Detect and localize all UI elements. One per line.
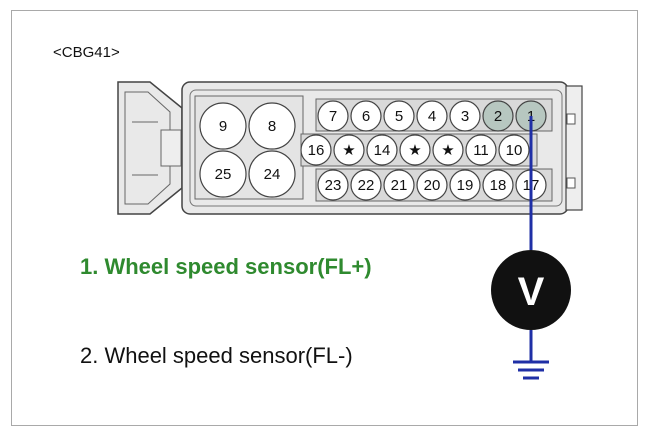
pin: 4 — [416, 100, 448, 132]
unused-pin: ★ — [333, 134, 365, 166]
diagram-frame — [11, 10, 638, 426]
pin-number: 5 — [395, 108, 403, 125]
pin: 20 — [416, 169, 448, 201]
pin-number: 8 — [268, 118, 276, 135]
pin: 5 — [383, 100, 415, 132]
big-pin: 8 — [248, 102, 296, 150]
unused-pin: ★ — [399, 134, 431, 166]
pin-number: 6 — [362, 108, 370, 125]
pin-number: 4 — [428, 108, 436, 125]
pin-number: 2 — [494, 108, 502, 125]
pin2-description: 2. Wheel speed sensor(FL-) — [80, 343, 353, 368]
pin-number: 21 — [391, 177, 408, 194]
pin1-description: 1. Wheel speed sensor(FL+) — [80, 254, 372, 279]
pin-number: 22 — [358, 177, 375, 194]
pin-number: 16 — [308, 142, 325, 159]
pin-number: 18 — [490, 177, 507, 194]
pin: 16 — [300, 134, 332, 166]
big-pin: 25 — [199, 150, 247, 198]
pin-number: 11 — [473, 142, 489, 159]
pin-number: 23 — [325, 177, 342, 194]
pin-number: 10 — [506, 142, 523, 159]
pin: 19 — [449, 169, 481, 201]
ground-icon — [513, 360, 549, 380]
pin-number: 7 — [329, 108, 337, 125]
pin: 3 — [449, 100, 481, 132]
pin-number: ★ — [441, 142, 454, 159]
big-pin: 9 — [199, 102, 247, 150]
pin: 22 — [350, 169, 382, 201]
pin: 11 — [465, 134, 497, 166]
pin-number: 25 — [215, 166, 232, 183]
pin-number: 3 — [461, 108, 469, 125]
pin-number: ★ — [408, 142, 421, 159]
pin: 7 — [317, 100, 349, 132]
pin: 10 — [498, 134, 530, 166]
pin: 14 — [366, 134, 398, 166]
pin: 23 — [317, 169, 349, 201]
pin: 6 — [350, 100, 382, 132]
pin-number: 19 — [457, 177, 474, 194]
voltmeter-icon — [491, 250, 571, 330]
pin-number: 20 — [424, 177, 441, 194]
pin-number: ★ — [342, 142, 355, 159]
pin: 2 — [482, 100, 514, 132]
voltmeter-symbol: V — [518, 270, 545, 314]
pin-number: 24 — [264, 166, 281, 183]
big-pin: 24 — [248, 150, 296, 198]
connector-id-label: <CBG41> — [53, 44, 120, 61]
pin-number: 9 — [219, 118, 227, 135]
unused-pin: ★ — [432, 134, 464, 166]
pin-number: 14 — [374, 142, 391, 159]
pin: 18 — [482, 169, 514, 201]
connector-right-tab — [565, 85, 583, 211]
pin: 21 — [383, 169, 415, 201]
